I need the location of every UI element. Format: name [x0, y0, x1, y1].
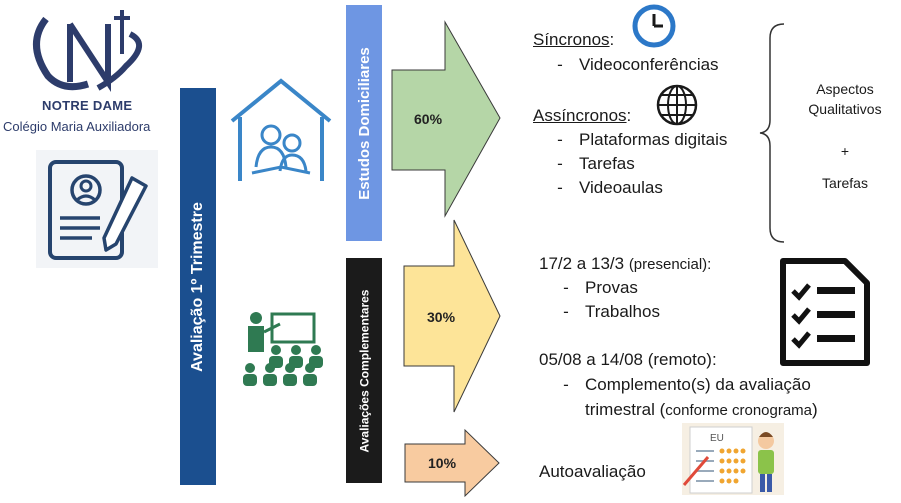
- percent-label-30: 30%: [427, 309, 456, 325]
- paper-label: EU: [710, 433, 724, 444]
- async-item: -Tarefas: [557, 154, 635, 173]
- brace-note-line3: Tarefas: [822, 175, 868, 191]
- brace-note-line2: Qualitativos: [808, 101, 882, 117]
- async-item: -Videoaulas: [557, 178, 663, 197]
- percent-label-10: 10%: [428, 455, 457, 471]
- sync-item: -Videoconferências: [557, 55, 719, 74]
- brace-note-plus: +: [840, 143, 850, 159]
- section-bar-estudos: Estudos Domiciliares: [346, 5, 382, 241]
- logo: NOTRE DAME Colégio Maria Auxiliadora: [0, 0, 180, 140]
- remoto-item-line1: -Complemento(s) da avaliação: [563, 375, 811, 394]
- presencial-item: -Provas: [563, 278, 638, 297]
- main-bar: Avaliação 1º Trimestre: [180, 88, 216, 485]
- section-bar-complementares: Avaliações Complementares: [346, 258, 382, 483]
- brace-note: Aspectos Qualitativos + Tarefas: [790, 79, 900, 193]
- self-assessment-label: Autoavaliação: [539, 462, 646, 481]
- home-family-icon: [230, 78, 332, 181]
- remoto-item-line2: trimestral (conforme cronograma): [585, 400, 818, 419]
- logo-emblem-icon: [33, 10, 142, 93]
- remoto-heading: 05/08 a 14/08 (remoto):: [539, 350, 717, 369]
- brace-note-line1: Aspectos: [816, 81, 874, 97]
- presencial-item: -Trabalhos: [563, 302, 660, 321]
- evaluation-form-icon: [36, 150, 158, 268]
- async-item: -Plataformas digitais: [557, 130, 728, 149]
- async-heading-text: Assíncronos: [533, 106, 627, 125]
- sync-heading: Síncronos:: [533, 30, 615, 49]
- sync-heading-text: Síncronos: [533, 30, 610, 49]
- arrow-30: [403, 219, 501, 413]
- logo-subtitle: Colégio Maria Auxiliadora: [3, 119, 151, 134]
- globe-icon: [656, 84, 698, 126]
- section-bar-complementares-label: Avaliações Complementares: [357, 289, 371, 452]
- section-bar-estudos-label: Estudos Domiciliares: [355, 46, 373, 200]
- main-bar-label: Avaliação 1º Trimestre: [189, 201, 207, 372]
- checklist-icon: [780, 258, 870, 366]
- arrow-10: [404, 428, 500, 498]
- clock-icon: [632, 4, 676, 48]
- percent-label-60: 60%: [414, 111, 443, 127]
- arrow-60: [391, 20, 501, 218]
- async-heading: Assíncronos:: [533, 106, 632, 125]
- self-assessment-illustration: EU: [682, 423, 784, 495]
- curly-brace: [759, 23, 785, 243]
- classroom-teacher-icon: [243, 312, 323, 386]
- logo-name: NOTRE DAME: [42, 98, 133, 113]
- presencial-heading: 17/2 a 13/3 (presencial):: [539, 254, 712, 273]
